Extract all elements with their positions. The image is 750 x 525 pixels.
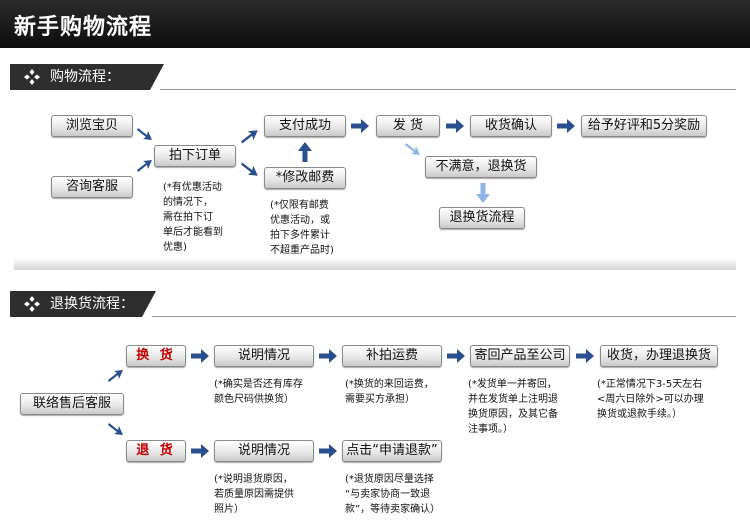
arrow-right-icon — [445, 118, 465, 134]
arrow-right-icon — [556, 118, 576, 134]
header-bar: 新手购物流程 — [0, 0, 750, 48]
note-discount: (*有优惠活动 的情况下， 需在拍下订 单后才能看到 优惠) — [163, 182, 223, 253]
arrow-right-icon — [575, 348, 595, 364]
step-exchange-explain[interactable]: 说明情况 — [214, 345, 314, 367]
step-review-reward[interactable]: 给予好评和5分奖励 — [581, 115, 707, 137]
section-tag-returns: 退换货流程： — [10, 291, 156, 317]
arrow-up-right-icon — [136, 158, 154, 176]
step-ship[interactable]: 发 货 — [376, 115, 440, 137]
section-shade — [14, 258, 736, 270]
note-exchange-shipping: (*换货的来回运费， 需要买方承担） — [345, 379, 434, 405]
step-unsatisfied[interactable]: 不满意，退换货 — [425, 156, 537, 178]
step-refund[interactable]: 退 货 — [126, 440, 186, 462]
step-pay-shipping[interactable]: 补拍运费 — [342, 345, 442, 367]
arrow-right-icon — [350, 118, 370, 134]
step-apply-refund[interactable]: 点击“申请退款” — [342, 440, 442, 462]
note-receive: (*正常情况下3-5天左右 <周六日除外>可以办理 换货或退款手续。） — [597, 379, 704, 420]
section-title-returns: 退换货流程： — [50, 296, 134, 312]
step-modify-postage[interactable]: *修改邮费 — [264, 167, 346, 189]
arrow-down-right-light-icon — [404, 139, 422, 157]
note-refund-explain: (*说明退货原因， 若质量原因需提供 照片） — [214, 474, 294, 515]
arrow-right-icon — [446, 348, 466, 364]
step-refund-explain[interactable]: 说明情况 — [214, 440, 314, 462]
note-exchange-explain: (*确实是否还有库存 颜色尺码供换货） — [214, 379, 303, 405]
arrow-up-right-icon — [107, 368, 125, 386]
note-postage: (*仅限有邮费 优惠活动，或 拍下多件累计 不超重产品时) — [270, 200, 334, 256]
step-exchange[interactable]: 换 货 — [126, 345, 186, 367]
note-apply-refund: (*退货原因尽量选择 “与卖家协商一致退 款”，等待卖家确认） — [345, 474, 441, 515]
step-pay-success[interactable]: 支付成功 — [264, 115, 346, 137]
section-tag-shopping: 购物流程： — [10, 64, 164, 90]
arrow-down-right-icon — [107, 419, 125, 437]
page-title: 新手购物流程 — [14, 14, 153, 40]
arrow-right-icon — [190, 443, 210, 459]
step-receive-process[interactable]: 收货，办理退换货 — [600, 345, 718, 367]
step-browse[interactable]: 浏览宝贝 — [51, 115, 133, 137]
note-send-back: (*发货单一并寄回， 并在发货单上注明退 换货原因，及其它备 注事项。） — [468, 379, 558, 435]
arrow-right-icon — [318, 348, 338, 364]
diamond-cluster-icon — [24, 296, 40, 312]
section-divider — [160, 89, 736, 90]
step-return-process[interactable]: 退换货流程 — [439, 207, 525, 229]
section-divider — [152, 316, 736, 317]
section-title-shopping: 购物流程： — [50, 69, 120, 85]
step-consult[interactable]: 咨询客服 — [51, 176, 133, 198]
step-order[interactable]: 拍下订单 — [154, 145, 236, 167]
diamond-cluster-icon — [24, 69, 40, 85]
arrow-up-right-icon — [240, 128, 260, 148]
step-confirm-receipt[interactable]: 收货确认 — [470, 115, 552, 137]
arrow-up-icon — [297, 141, 313, 163]
step-send-back[interactable]: 寄回产品至公司 — [470, 345, 570, 367]
arrow-right-icon — [318, 443, 338, 459]
arrow-down-right-icon — [240, 158, 260, 178]
arrow-down-right-icon — [136, 124, 154, 142]
arrow-down-light-icon — [475, 182, 491, 204]
arrow-right-icon — [190, 348, 210, 364]
step-contact-service[interactable]: 联络售后客服 — [20, 393, 124, 415]
